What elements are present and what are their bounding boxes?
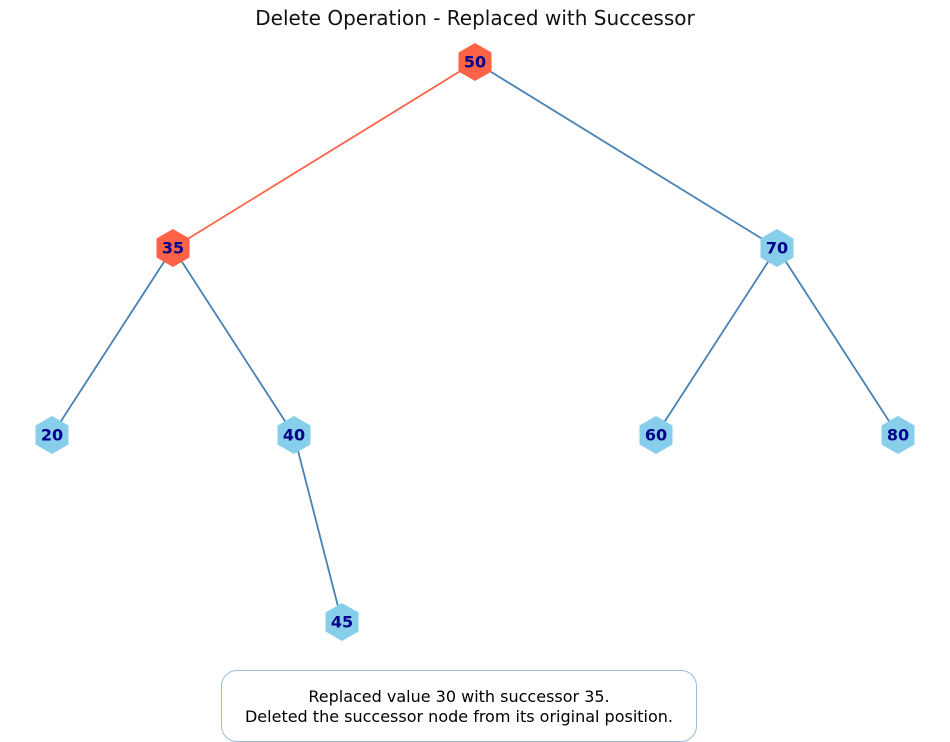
edge-layer xyxy=(51,61,899,623)
node-layer: 50 35 70 20 40 60 80 45 xyxy=(35,43,915,641)
node-hexagon xyxy=(325,603,359,641)
edge-50-70 xyxy=(474,61,778,249)
edge-50-35 xyxy=(172,61,476,249)
edge-70-80 xyxy=(776,247,899,436)
caption-line-1: Replaced value 30 with successor 35. xyxy=(308,687,610,706)
edge-70-60 xyxy=(655,247,778,436)
tree-node-45: 45 xyxy=(325,603,359,641)
tree-node-35: 35 xyxy=(156,229,190,267)
tree-node-70: 70 xyxy=(760,229,794,267)
node-hexagon xyxy=(760,229,794,267)
tree-node-80: 80 xyxy=(881,416,915,454)
node-label: 20 xyxy=(41,426,63,445)
node-label: 35 xyxy=(162,239,184,258)
node-label: 50 xyxy=(464,53,486,72)
edge-35-40 xyxy=(172,247,295,436)
diagram-title: Delete Operation - Replaced with Success… xyxy=(255,6,695,30)
node-label: 60 xyxy=(645,426,667,445)
edge-35-20 xyxy=(51,247,174,436)
node-hexagon xyxy=(277,416,311,454)
node-label: 40 xyxy=(283,426,305,445)
node-label: 70 xyxy=(766,239,788,258)
tree-node-40: 40 xyxy=(277,416,311,454)
node-hexagon xyxy=(639,416,673,454)
tree-node-20: 20 xyxy=(35,416,69,454)
node-hexagon xyxy=(881,416,915,454)
tree-node-50: 50 xyxy=(458,43,492,81)
caption-box: Replaced value 30 with successor 35. Del… xyxy=(221,670,697,742)
node-hexagon xyxy=(35,416,69,454)
node-hexagon xyxy=(156,229,190,267)
node-label: 80 xyxy=(887,426,909,445)
tree-node-60: 60 xyxy=(639,416,673,454)
edge-40-45 xyxy=(293,434,343,623)
caption-line-2: Deleted the successor node from its orig… xyxy=(244,707,674,726)
node-label: 45 xyxy=(331,613,353,632)
node-hexagon xyxy=(458,43,492,81)
